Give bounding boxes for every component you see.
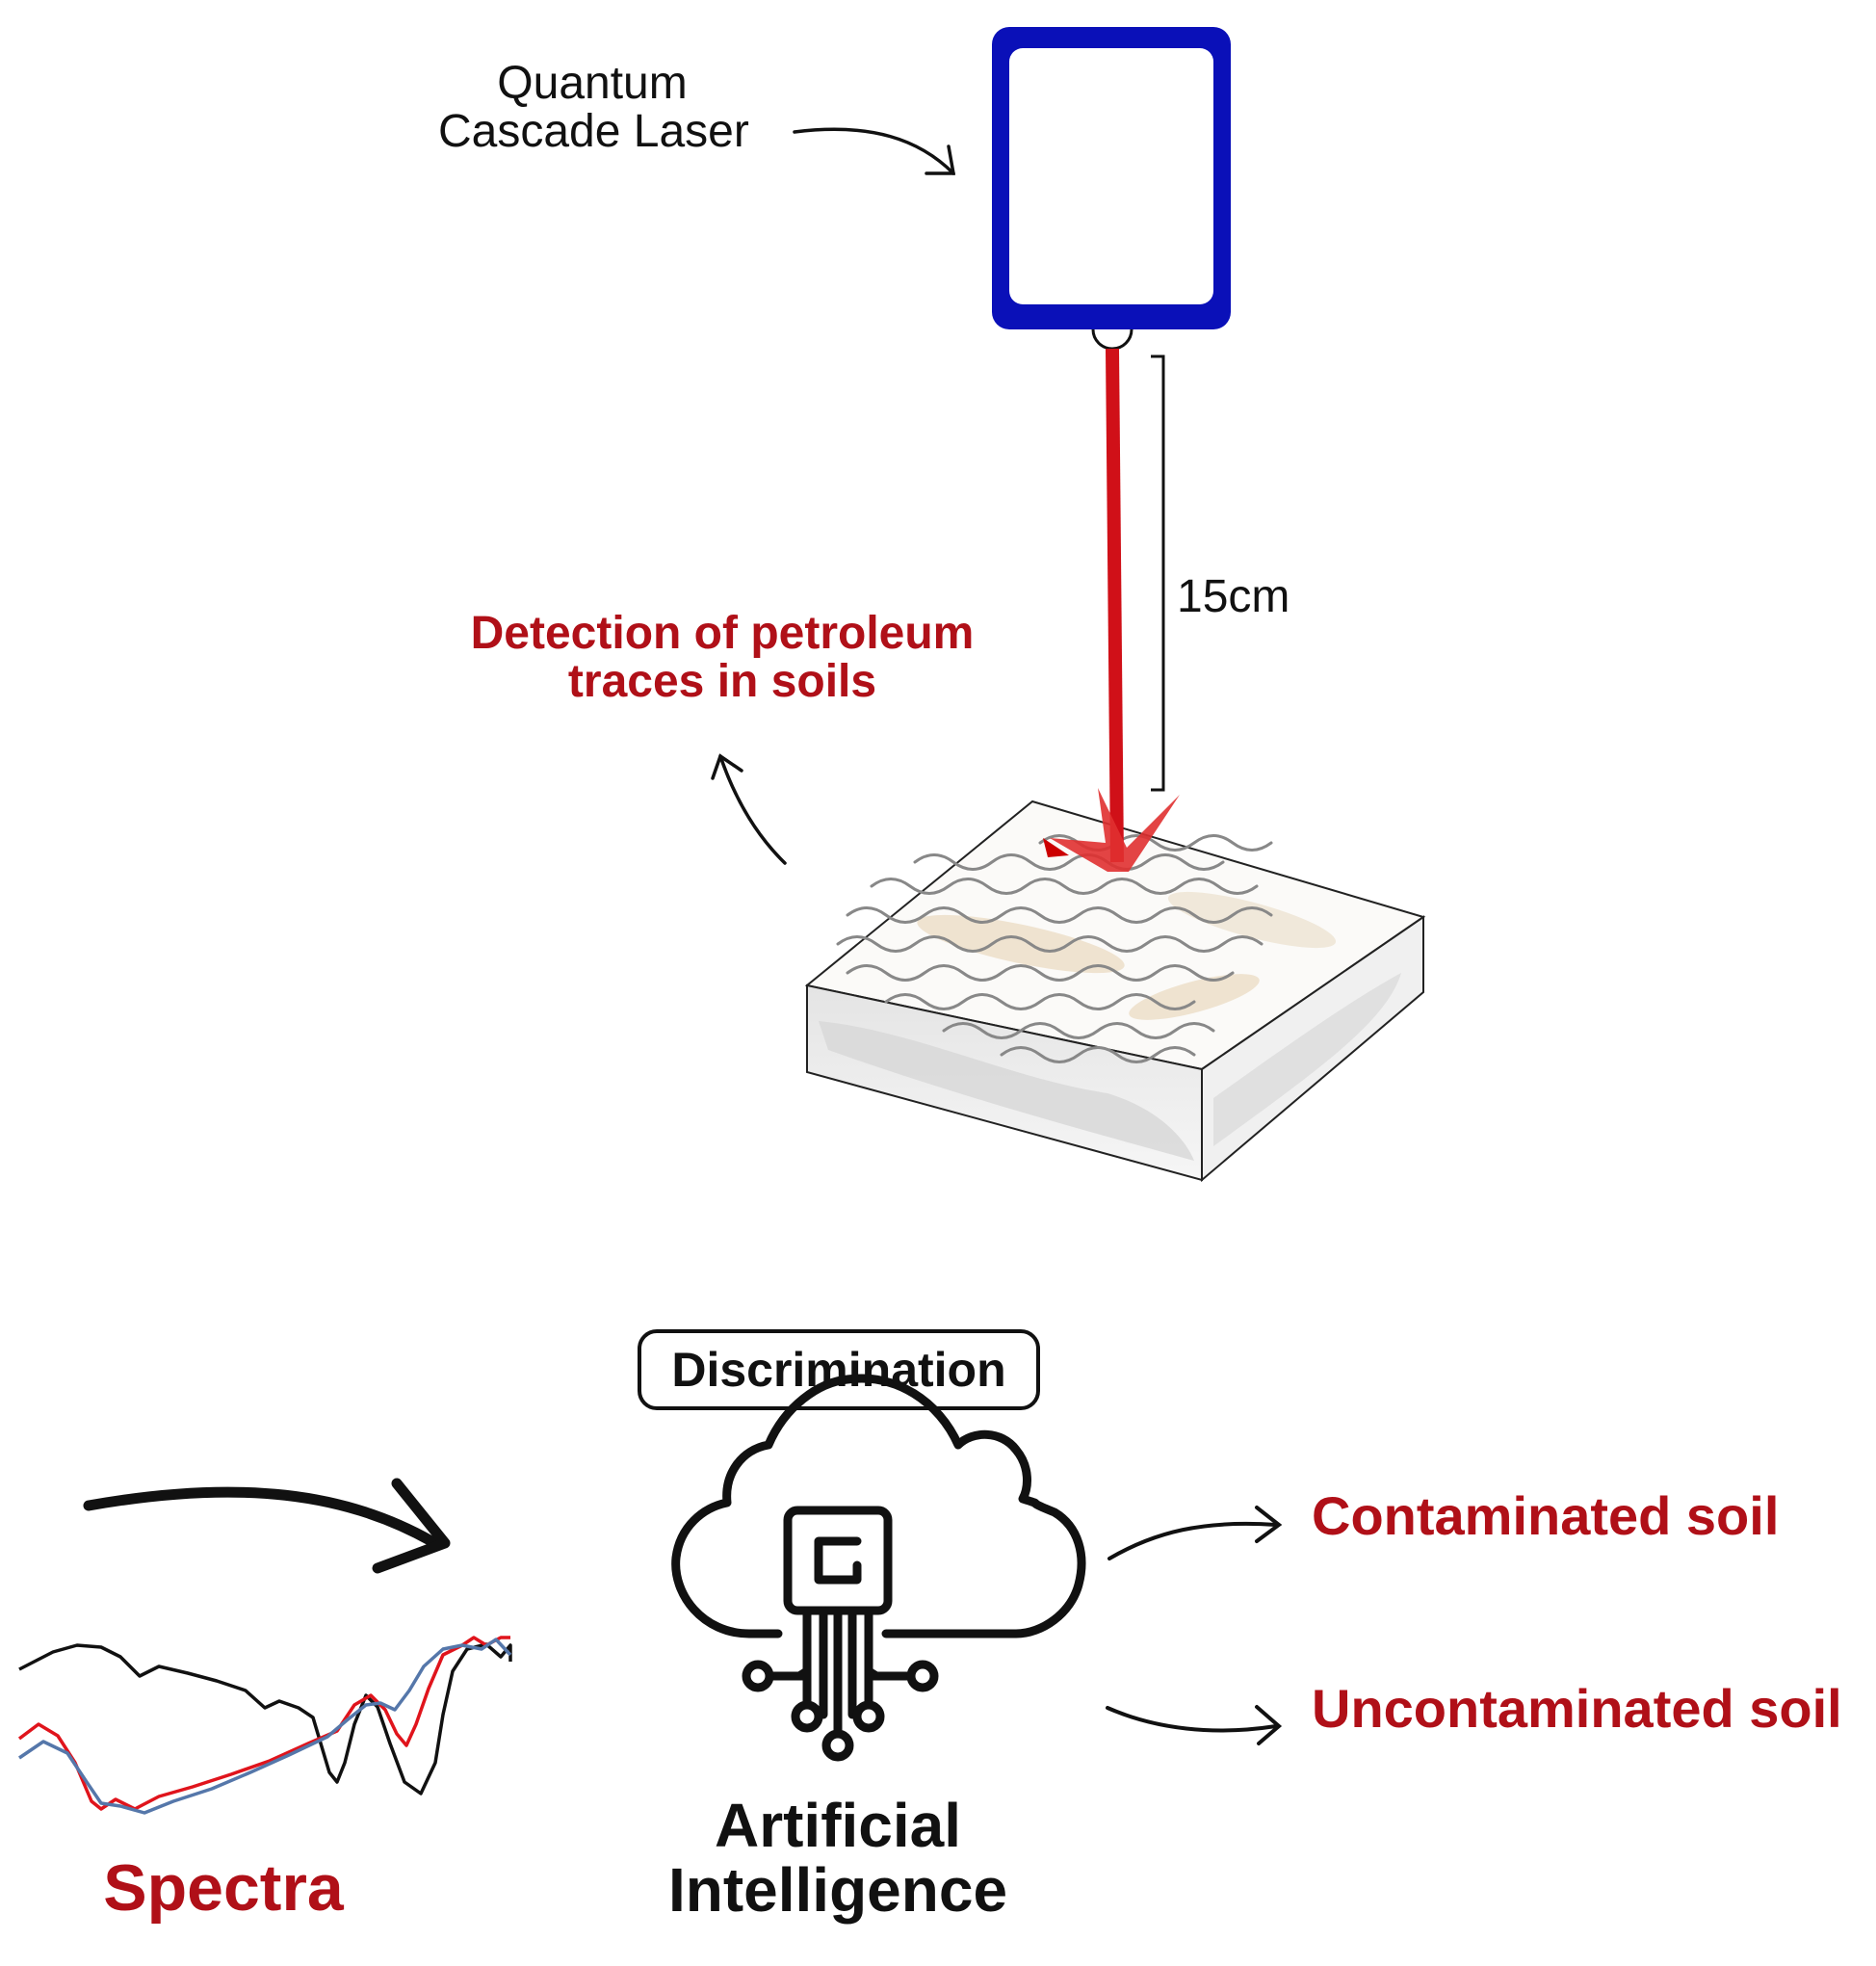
spectrum-blue [18, 1638, 512, 1815]
discrimination-label: Discrimination [671, 1343, 1006, 1397]
laser-label: Quantum Cascade Laser [438, 58, 749, 158]
detection-label-line2: traces in soils [567, 656, 877, 708]
detection-arrow [711, 753, 787, 865]
spectrum-black [18, 1642, 512, 1796]
contaminated-arrow [1107, 1521, 1278, 1560]
laser-beam [1043, 348, 1180, 872]
contaminated-soil-label: Contaminated soil [1312, 1485, 1780, 1546]
uncontaminated-arrow [1106, 1706, 1278, 1733]
ai-cloud-circuit-icon [671, 1374, 1086, 1762]
detection-label-line1: Detection of petroleum [470, 608, 975, 659]
spectra-label: Spectra [103, 1851, 344, 1925]
distance-label: 15cm [1177, 571, 1290, 622]
spectra-plot [17, 1636, 512, 1815]
laser-label-line1: Quantum [497, 58, 688, 109]
ai-label-line2: Intelligence [667, 1855, 1008, 1926]
result-arrows [1106, 1506, 1283, 1745]
soil-sample-icon [804, 800, 1426, 1183]
spectrum-red [17, 1636, 510, 1811]
laser-pointer-arrow [793, 127, 956, 175]
ai-label: Artificial Intelligence [636, 1791, 1040, 1926]
discrimination-box: Discrimination [638, 1329, 1040, 1410]
spectra-flow-arrow [83, 1478, 451, 1574]
laser-device-icon [992, 27, 1231, 351]
ai-label-line1: Artificial [714, 1791, 962, 1860]
laser-label-line2: Cascade Laser [438, 106, 749, 158]
distance-bracket [1151, 354, 1165, 792]
detection-label: Detection of petroleum traces in soils [453, 608, 992, 708]
uncontaminated-soil-label: Uncontaminated soil [1312, 1678, 1842, 1739]
